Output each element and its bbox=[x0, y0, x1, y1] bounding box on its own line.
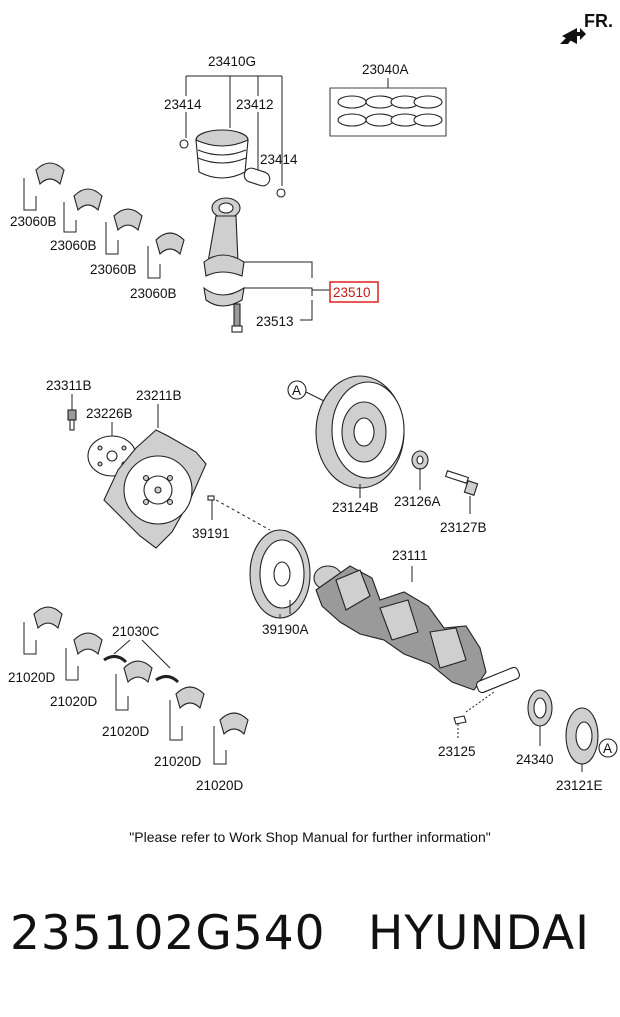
label-23414-right: 23414 bbox=[260, 152, 298, 167]
thrust-washer-icon bbox=[155, 675, 180, 684]
crankshaft-icon bbox=[313, 565, 520, 694]
bearing-icon bbox=[73, 188, 103, 212]
bolt-icon bbox=[67, 409, 77, 431]
piston-ring-set-icon bbox=[329, 87, 447, 137]
label-23111: 23111 bbox=[392, 548, 428, 563]
callout-circle-bottom bbox=[598, 738, 618, 758]
label-21020D-5: 21020D bbox=[196, 778, 244, 793]
label-23040A: 23040A bbox=[362, 62, 409, 77]
label-21020D-4: 21020D bbox=[154, 754, 202, 769]
thrust-washer-icon bbox=[103, 655, 128, 664]
bearing-icon bbox=[155, 232, 185, 256]
bearing-icon bbox=[113, 208, 143, 232]
connecting-rod-icon bbox=[203, 197, 245, 333]
label-23060B-3: 23060B bbox=[90, 262, 137, 277]
bearing-icon bbox=[175, 686, 205, 710]
woodruff-key-icon bbox=[453, 715, 467, 725]
bearing-icon bbox=[35, 162, 65, 186]
label-23412: 23412 bbox=[236, 97, 274, 112]
piston-pin-icon bbox=[243, 167, 271, 187]
label-21020D-2: 21020D bbox=[50, 694, 98, 709]
label-24340: 24340 bbox=[516, 752, 554, 767]
workshop-manual-note: "Please refer to Work Shop Manual for fu… bbox=[129, 829, 491, 845]
label-23311B: 23311B bbox=[46, 378, 92, 393]
label-21030C: 21030C bbox=[112, 624, 160, 639]
callout-circle-top bbox=[287, 380, 307, 400]
label-23510[interactable]: 23510 bbox=[333, 285, 371, 300]
pulley-bolt-icon bbox=[444, 470, 479, 496]
crankshaft-pulley-icon bbox=[315, 375, 405, 489]
highlight-box-23510[interactable] bbox=[329, 281, 379, 303]
callout-label-bottom: A bbox=[603, 741, 612, 756]
bearing-icon bbox=[123, 660, 153, 684]
label-23060B-1: 23060B bbox=[10, 214, 57, 229]
label-39191: 39191 bbox=[192, 526, 230, 541]
snap-ring-icon bbox=[179, 139, 189, 149]
label-23226B: 23226B bbox=[86, 406, 133, 421]
label-23121E: 23121E bbox=[556, 778, 603, 793]
snap-ring-icon bbox=[276, 188, 286, 198]
front-direction-arrow-icon bbox=[560, 28, 586, 44]
label-23060B-4: 23060B bbox=[130, 286, 177, 301]
label-23127B: 23127B bbox=[440, 520, 487, 535]
label-23125: 23125 bbox=[438, 744, 476, 759]
crank-gear-icon bbox=[565, 707, 599, 765]
bearing-icon bbox=[73, 632, 103, 656]
label-23410G: 23410G bbox=[208, 54, 256, 69]
label-21020D-3: 21020D bbox=[102, 724, 150, 739]
direction-label: FR. bbox=[584, 11, 613, 31]
brand-name: HYUNDAI bbox=[368, 906, 590, 961]
label-23414-left: 23414 bbox=[164, 97, 202, 112]
washer-icon bbox=[411, 450, 429, 470]
callout-label-top: A bbox=[292, 383, 301, 398]
label-23126A: 23126A bbox=[394, 494, 441, 509]
part-number: 235102G540 bbox=[10, 906, 326, 961]
label-23211B: 23211B bbox=[136, 388, 182, 403]
drive-plate-icon bbox=[103, 429, 207, 549]
bearing-icon bbox=[33, 606, 63, 630]
label-23060B-2: 23060B bbox=[50, 238, 97, 253]
label-23513: 23513 bbox=[256, 314, 294, 329]
label-39190A: 39190A bbox=[262, 622, 309, 637]
bearing-icon bbox=[219, 712, 249, 736]
crank-sprocket-icon bbox=[527, 689, 553, 727]
piston-icon bbox=[195, 129, 249, 179]
sensor-wheel-icon bbox=[249, 529, 311, 619]
label-21020D-1: 21020D bbox=[8, 670, 56, 685]
dowel-pin-icon bbox=[207, 495, 215, 501]
label-23124B: 23124B bbox=[332, 500, 379, 515]
